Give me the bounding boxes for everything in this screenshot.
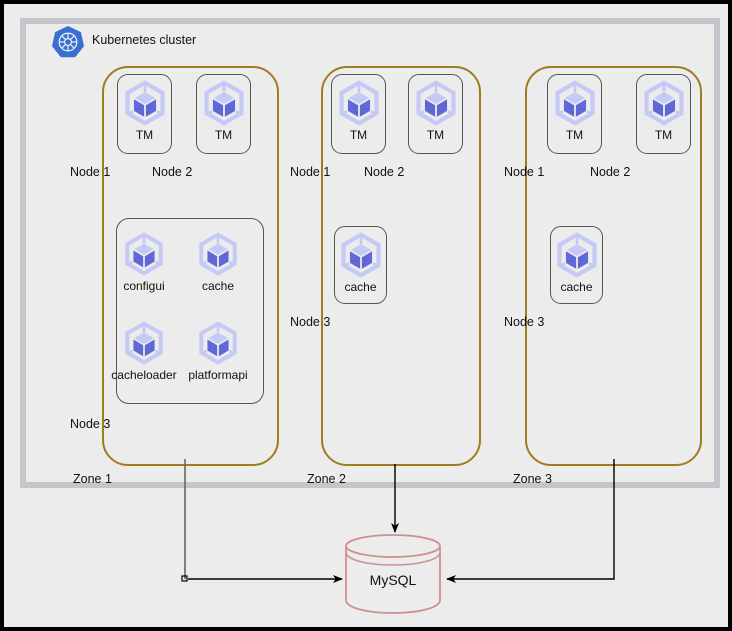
connector-zone-1-endpoint-marker [181, 575, 188, 582]
zone-1-node-3-label: Node 3 [70, 417, 111, 431]
kubernetes-pod-icon [125, 232, 163, 276]
pod-label: configui [123, 279, 165, 293]
pod-label: TM [654, 128, 673, 142]
zone-1-pod-tm-2[interactable]: TM [196, 74, 251, 154]
kubernetes-pod-icon [643, 80, 684, 126]
zone-2-node-2-label: Node 2 [364, 165, 405, 179]
kubernetes-pod-icon [340, 232, 381, 278]
pod-label: cache [560, 280, 593, 294]
zone-1-node-1-label: Node 1 [70, 165, 111, 179]
kubernetes-pod-icon [125, 321, 163, 365]
pod-label: TM [349, 128, 368, 142]
zone-2-boundary [321, 66, 481, 466]
kubernetes-pod-icon [203, 80, 244, 126]
pod-label: TM [135, 128, 154, 142]
kubernetes-pod-icon [554, 80, 595, 126]
zone-1-pod-platformapi[interactable]: platformapi [182, 321, 254, 381]
zone-2-pod-tm-2[interactable]: TM [408, 74, 463, 154]
zone-3-node-1-label: Node 1 [504, 165, 545, 179]
kubernetes-pod-icon [338, 80, 379, 126]
kubernetes-logo-icon [52, 26, 84, 58]
zone-2-label: Zone 2 [307, 472, 346, 486]
kubernetes-pod-icon [199, 321, 237, 365]
pod-label: cache [344, 280, 377, 294]
pod-label: TM [565, 128, 584, 142]
zone-3-pod-cache[interactable]: cache [550, 226, 603, 304]
pod-label: cacheloader [111, 368, 177, 382]
kubernetes-pod-icon [124, 80, 165, 126]
zone-3-node-2-label: Node 2 [590, 165, 631, 179]
kubernetes-pod-icon [199, 232, 237, 276]
zone-2-pod-tm-1[interactable]: TM [331, 74, 386, 154]
pod-label: cache [201, 279, 235, 293]
zone-1-label: Zone 1 [73, 472, 112, 486]
pod-label: TM [426, 128, 445, 142]
cluster-title: Kubernetes cluster [92, 33, 197, 47]
pod-label: platformapi [188, 368, 248, 382]
zone-1-boundary [102, 66, 279, 466]
pod-label: TM [214, 128, 233, 142]
kubernetes-pod-icon [556, 232, 597, 278]
zone-3-label: Zone 3 [513, 472, 552, 486]
zone-1-pod-configui[interactable]: configui [108, 232, 180, 292]
zone-1-pod-cacheloader[interactable]: cacheloader [108, 321, 180, 381]
zone-3-pod-tm-2[interactable]: TM [636, 74, 691, 154]
kubernetes-pod-icon [415, 80, 456, 126]
zone-1-node-2-label: Node 2 [152, 165, 193, 179]
zone-3-node-3-label: Node 3 [504, 315, 545, 329]
zone-3-pod-tm-1[interactable]: TM [547, 74, 602, 154]
zone-2-pod-cache[interactable]: cache [334, 226, 387, 304]
database-cylinder-icon[interactable] [342, 532, 444, 614]
database-label: MySQL [369, 572, 417, 588]
zone-1-pod-cache[interactable]: cache [182, 232, 254, 292]
zone-2-node-1-label: Node 1 [290, 165, 331, 179]
zone-1-pod-tm-1[interactable]: TM [117, 74, 172, 154]
zone-2-node-3-label: Node 3 [290, 315, 331, 329]
